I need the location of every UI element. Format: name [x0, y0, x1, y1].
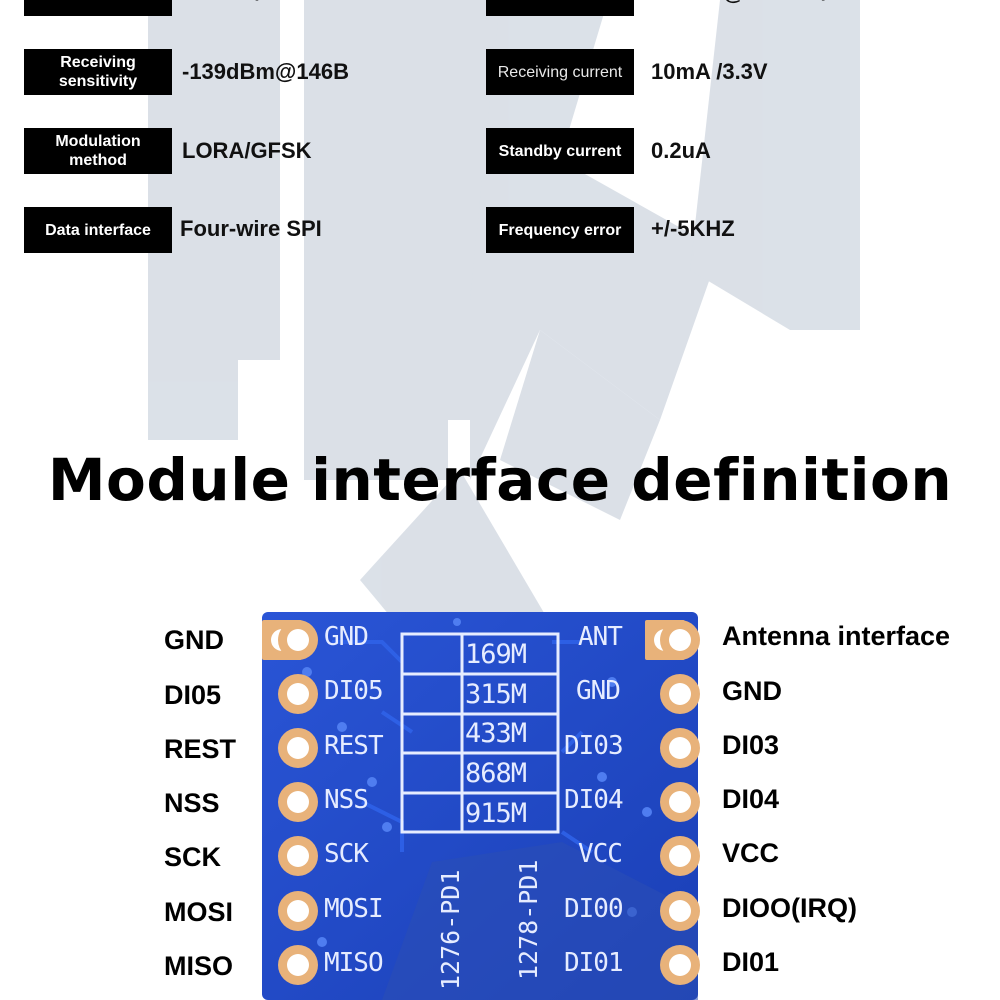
spec-label-receiving-sensitivity: Receiving sensitivity — [24, 49, 172, 95]
right-pin-label-6: DI01 — [722, 947, 780, 977]
silk-left-1: DI05 — [324, 676, 384, 706]
silk-left-0: GND — [324, 622, 369, 652]
left-pin-label-5: MOSI — [164, 897, 234, 927]
right-pin-label-3: DI04 — [722, 784, 780, 814]
spec-value-receiving-sensitivity: -139dBm@146B — [182, 59, 349, 84]
freq-label-1: 315M — [465, 679, 527, 710]
silk-left-6: MISO — [324, 948, 384, 978]
silk-right-6: DI01 — [564, 948, 624, 978]
pad-right-di04 — [660, 782, 700, 822]
freq-label-2: 433M — [465, 718, 527, 749]
pad-left-sck — [278, 836, 318, 876]
pad-right-vcc — [660, 836, 700, 876]
spec-value-modulation-method: LORA/GFSK — [182, 138, 312, 163]
section-title: Module interface definition — [47, 446, 953, 514]
pad-right-gnd — [660, 674, 700, 714]
silk-right-3: DI04 — [564, 785, 624, 815]
left-pin-label-6: MISO — [164, 951, 234, 981]
pcb-board-graphic — [262, 612, 698, 1000]
spec-label-data-interface: Data interface — [24, 207, 172, 253]
right-pin-label-5: DIOO(IRQ) — [722, 893, 857, 923]
silk-right-1: GND — [576, 676, 621, 706]
left-pin-label-0: GND — [164, 625, 224, 655]
pad-left-rest — [278, 728, 318, 768]
spec-label-0 — [24, 0, 172, 16]
spec-label-frequency-error: Frequency error — [486, 207, 634, 253]
pad-right-ant — [660, 620, 700, 660]
left-pin-label-4: SCK — [164, 842, 222, 872]
chip-label-1276: 1276-PD1 — [436, 869, 465, 990]
freq-label-4: 915M — [465, 798, 527, 829]
silk-right-5: DI00 — [564, 894, 624, 924]
spec-value-standby-current: 0.2uA — [651, 138, 711, 163]
pad-left-gnd-bg — [278, 620, 318, 660]
spec-label-receiving-current: Receiving current — [486, 49, 634, 95]
right-pin-label-4: VCC — [722, 838, 780, 868]
left-pin-label-1: DI05 — [164, 680, 222, 710]
silk-left-4: SCK — [324, 839, 369, 869]
silk-right-2: DI03 — [564, 731, 624, 761]
spec-value-1: 120mA@100mW/3.3V — [651, 0, 873, 8]
right-pin-label-2: DI03 — [722, 730, 780, 760]
spec-label-1 — [486, 0, 634, 16]
freq-label-3: 868M — [465, 758, 527, 789]
silk-right-0: ANT — [578, 622, 623, 652]
silk-left-5: MOSI — [324, 894, 384, 924]
left-pin-label-3: NSS — [164, 788, 220, 818]
pad-right-di01 — [660, 945, 700, 985]
freq-label-0: 169M — [465, 639, 527, 670]
pad-left-mosi — [278, 891, 318, 931]
left-pin-label-2: REST — [164, 734, 237, 764]
silk-left-3: NSS — [324, 785, 369, 815]
right-pin-label-0: Antenna interface — [722, 621, 951, 651]
pad-left-di05 — [278, 674, 318, 714]
silk-left-2: REST — [324, 731, 384, 761]
pad-right-di03 — [660, 728, 700, 768]
pad-left-nss — [278, 782, 318, 822]
spec-value-receiving-current: 10mA /3.3V — [651, 59, 768, 84]
chip-label-1278: 1278-PD1 — [514, 859, 543, 980]
spec-label-standby-current: Standby current — [486, 128, 634, 174]
pad-left-miso — [278, 945, 318, 985]
spec-value-frequency-error: +/-5KHZ — [651, 216, 735, 241]
silk-right-4: VCC — [578, 839, 623, 869]
pad-right-di00 — [660, 891, 700, 931]
spec-label-modulation-method: Modulation method — [24, 128, 172, 174]
spec-value-0: 20dBm/100mW — [182, 0, 339, 8]
right-pin-label-1: GND — [722, 676, 782, 706]
pcb-module-illustration — [262, 612, 698, 1000]
spec-value-data-interface: Four-wire SPI — [180, 216, 322, 241]
